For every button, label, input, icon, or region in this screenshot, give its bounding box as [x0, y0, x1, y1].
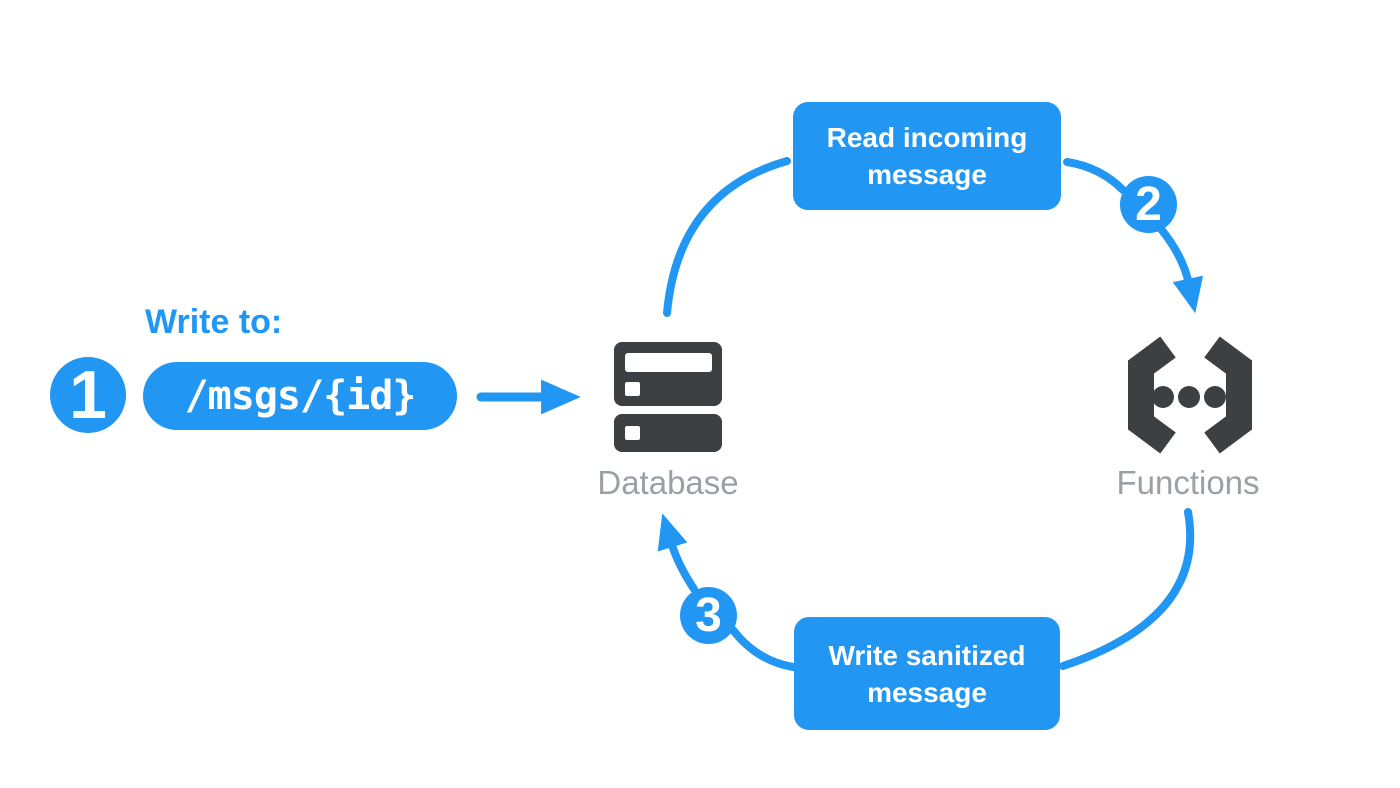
- step-badge-1: 1: [50, 357, 126, 433]
- write-sanitized-message-box: Write sanitized message: [794, 617, 1060, 730]
- curve-read-box-to-step2: [1063, 158, 1127, 194]
- path-pill: /msgs/{id}: [143, 362, 457, 430]
- write-to-label: Write to:: [145, 303, 283, 341]
- curve-functions-to-write-box: [1059, 508, 1195, 670]
- database-icon: [614, 342, 722, 452]
- arrow-step2-to-functions: [1157, 225, 1204, 314]
- functions-label: Functions: [1116, 464, 1260, 501]
- step-badge-2: 2: [1120, 176, 1177, 233]
- database-label: Database: [597, 464, 739, 501]
- functions-icon: [1128, 336, 1252, 454]
- curve-database-to-read-box: [663, 157, 791, 317]
- step-badge-3: 3: [680, 587, 737, 644]
- read-incoming-message-box: Read incoming message: [793, 102, 1061, 210]
- arrow-step3-to-database: [657, 513, 698, 593]
- path-pill-text: /msgs/{id}: [184, 373, 417, 419]
- curve-write-box-to-step3: [729, 626, 797, 671]
